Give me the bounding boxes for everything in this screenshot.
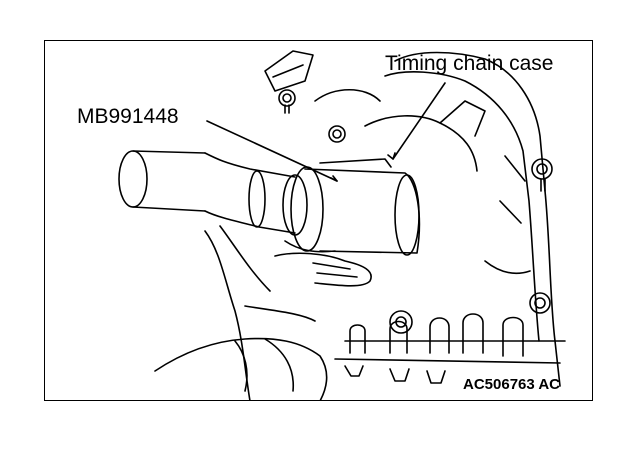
figure-code-label: AC506763 AC: [463, 376, 560, 393]
mb991448-label: MB991448: [77, 105, 179, 128]
timing-chain-case: [264, 50, 566, 387]
diagram-artwork: [118, 50, 566, 400]
special-tool-mb991448: [118, 150, 421, 256]
timing-chain-case-label: Timing chain case: [385, 52, 554, 75]
leader-timing-chain-case: [392, 82, 446, 160]
leader-lines: [206, 82, 446, 182]
hands: [154, 225, 372, 400]
illustration-frame: Timing chain case MB991448 AC506763 AC: [44, 40, 593, 401]
case-bolts: [278, 89, 553, 334]
leader-mb991448: [206, 120, 338, 182]
